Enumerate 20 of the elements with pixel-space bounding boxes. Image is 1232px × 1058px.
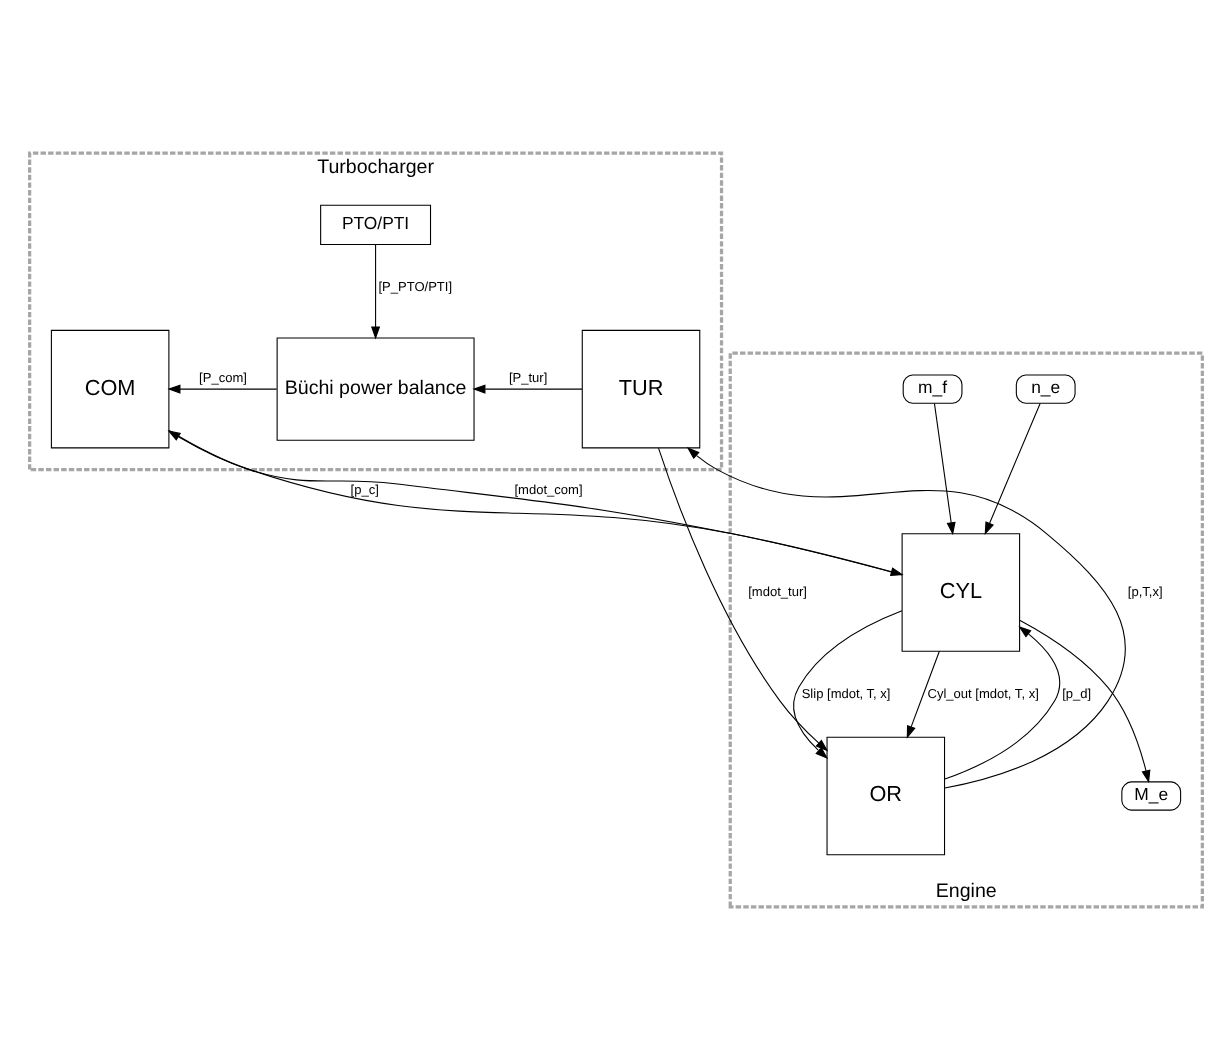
node-box: Büchi power balance xyxy=(276,336,475,440)
node-box: COM xyxy=(50,328,170,448)
arrow xyxy=(984,401,1041,535)
arrow xyxy=(944,625,1061,779)
node-box: CYL xyxy=(901,532,1021,651)
arrow xyxy=(1019,618,1151,783)
arrow xyxy=(472,383,583,393)
arrow xyxy=(167,383,278,393)
node-box: PTO/PTI xyxy=(320,203,432,244)
arrow xyxy=(933,401,956,535)
node-box: OR xyxy=(826,735,946,855)
arrow xyxy=(793,609,903,758)
node-box: m_f xyxy=(902,373,963,403)
arrow xyxy=(657,446,829,751)
arrow xyxy=(371,243,381,339)
arrow xyxy=(906,649,940,738)
node-box: M_e xyxy=(1121,780,1182,810)
node-box: n_e xyxy=(1015,373,1076,403)
arrow xyxy=(686,446,1126,788)
node-box: TUR xyxy=(581,328,701,448)
